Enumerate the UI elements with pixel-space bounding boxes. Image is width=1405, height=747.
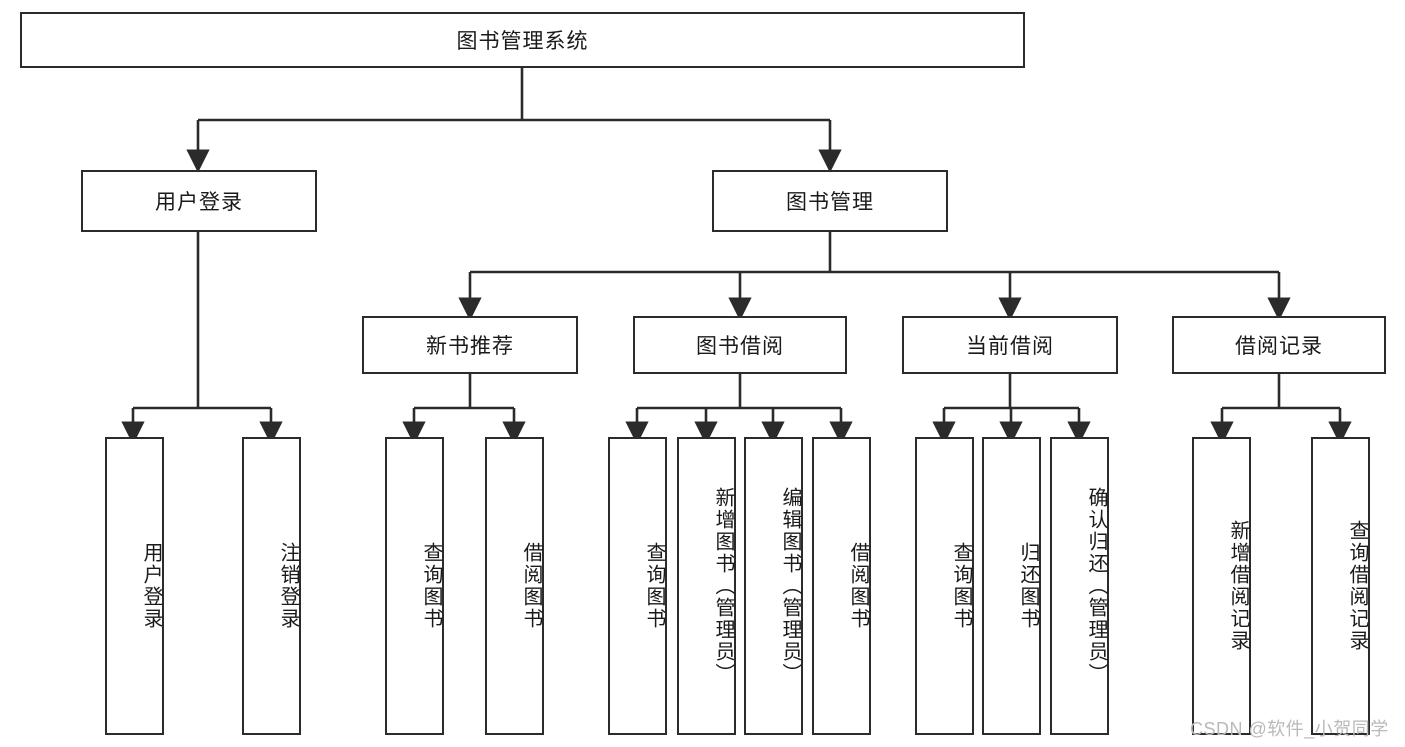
- node-book-manage[interactable]: 图书管理: [712, 170, 948, 232]
- node-leaf-return-book-label: 归还图书: [1017, 542, 1039, 630]
- node-leaf-confirm-return[interactable]: 确认归还（管理员）: [1050, 437, 1109, 735]
- node-leaf-add-book-label: 新增图书（管理员）: [712, 487, 734, 685]
- node-leaf-return-book[interactable]: 归还图书: [982, 437, 1041, 735]
- node-new-book-rec[interactable]: 新书推荐: [362, 316, 578, 374]
- node-book-borrow[interactable]: 图书借阅: [633, 316, 847, 374]
- node-leaf-borrow-book-1-label: 借阅图书: [520, 542, 542, 630]
- node-leaf-query-book-3[interactable]: 查询图书: [915, 437, 974, 735]
- node-borrow-record[interactable]: 借阅记录: [1172, 316, 1386, 374]
- node-leaf-confirm-return-label: 确认归还（管理员）: [1085, 487, 1107, 685]
- node-leaf-edit-book[interactable]: 编辑图书（管理员）: [744, 437, 803, 735]
- node-borrow-record-label: 借阅记录: [1235, 335, 1323, 358]
- node-leaf-add-record[interactable]: 新增借阅记录: [1192, 437, 1251, 735]
- node-root-label: 图书管理系统: [456, 30, 589, 53]
- node-leaf-query-book-2-label: 查询图书: [643, 542, 665, 630]
- node-leaf-logout-login-label: 注销登录: [277, 542, 299, 630]
- node-leaf-borrow-book-1[interactable]: 借阅图书: [485, 437, 544, 735]
- node-current-borrow[interactable]: 当前借阅: [902, 316, 1118, 374]
- csdn-watermark: CSDN @软件_小贺同学: [1190, 719, 1389, 739]
- node-user-login-label: 用户登录: [155, 191, 243, 214]
- node-leaf-add-book[interactable]: 新增图书（管理员）: [677, 437, 736, 735]
- node-current-borrow-label: 当前借阅: [966, 335, 1054, 358]
- node-leaf-user-login[interactable]: 用户登录: [105, 437, 164, 735]
- node-book-borrow-label: 图书借阅: [696, 335, 784, 358]
- node-leaf-user-login-label: 用户登录: [140, 542, 162, 630]
- node-new-book-rec-label: 新书推荐: [426, 335, 514, 358]
- node-root[interactable]: 图书管理系统: [20, 12, 1025, 68]
- node-leaf-borrow-book-2[interactable]: 借阅图书: [812, 437, 871, 735]
- node-leaf-query-record-label: 查询借阅记录: [1346, 520, 1368, 652]
- node-book-manage-label: 图书管理: [786, 191, 874, 214]
- node-leaf-query-book-3-label: 查询图书: [950, 542, 972, 630]
- node-leaf-query-book-2[interactable]: 查询图书: [608, 437, 667, 735]
- node-leaf-edit-book-label: 编辑图书（管理员）: [779, 487, 801, 685]
- node-leaf-borrow-book-2-label: 借阅图书: [847, 542, 869, 630]
- node-leaf-query-book-1[interactable]: 查询图书: [385, 437, 444, 735]
- node-leaf-query-book-1-label: 查询图书: [420, 542, 442, 630]
- node-leaf-logout-login[interactable]: 注销登录: [242, 437, 301, 735]
- node-leaf-add-record-label: 新增借阅记录: [1227, 520, 1249, 652]
- node-leaf-query-record[interactable]: 查询借阅记录: [1311, 437, 1370, 735]
- node-user-login[interactable]: 用户登录: [81, 170, 317, 232]
